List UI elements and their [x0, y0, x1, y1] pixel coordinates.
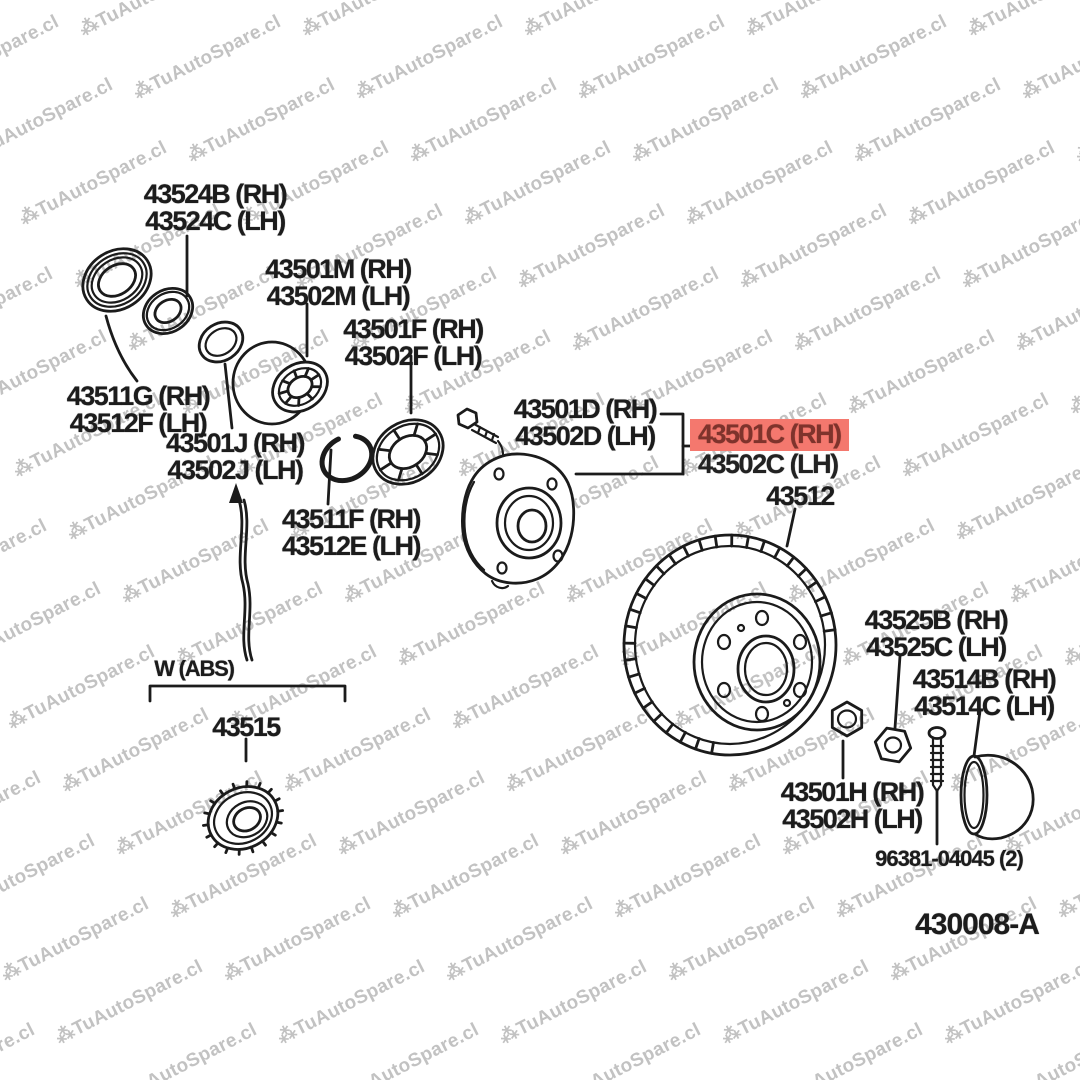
lock-nut-art	[830, 700, 864, 738]
part-label-96381: 96381-04045 (2)	[875, 845, 1024, 872]
part-number: 43501J (RH)	[165, 428, 306, 458]
part-label-43524: 43524B (RH) 43524C (LH)	[143, 179, 288, 236]
part-label-43525: 43525B (RH) 43525C (LH)	[864, 605, 1009, 662]
abs-variant-label: W (ABS)	[154, 655, 235, 682]
ring-art	[197, 320, 245, 364]
part-number: 43502M (LH)	[266, 281, 411, 311]
part-number: 43524B (RH)	[143, 179, 288, 209]
figure-code-label: 430008-A	[915, 908, 1040, 941]
part-label-43511f: 43511F (RH) 43512E (LH)	[281, 504, 422, 561]
part-label-43514: 43514B (RH) 43514C (LH)	[912, 664, 1057, 721]
part-number: 43525C (LH)	[866, 632, 1007, 662]
part-label-43501d: 43501D (RH) 43502D (LH)	[513, 394, 658, 451]
part-number: 43501F (RH)	[343, 314, 484, 344]
part-number: 43501D (RH)	[513, 394, 658, 424]
part-label-43501j: 43501J (RH) 43502J (LH)	[165, 428, 306, 485]
part-number: 43525B (RH)	[864, 605, 1009, 635]
part-number: 43511G (RH)	[66, 381, 211, 411]
part-label-43501h: 43501H (RH) 43502H (LH)	[780, 777, 925, 834]
grease-cap-art	[959, 754, 1035, 841]
part-number: 43524C (LH)	[145, 206, 286, 236]
part-label-43515: 43515	[212, 712, 281, 742]
axle-hub-art	[461, 452, 576, 590]
part-number: 43502J (LH)	[167, 455, 304, 485]
bearing-cone-art	[371, 418, 445, 486]
part-label-43511g: 43511G (RH) 43512F (LH)	[66, 381, 211, 438]
figure-code: 430008-A	[915, 908, 1040, 941]
abs-rotor-art	[201, 780, 285, 856]
race-art	[141, 287, 195, 335]
part-number: 43502F (LH)	[344, 341, 483, 371]
part-number: 43501H (RH)	[780, 777, 925, 807]
part-label-43501m: 43501M (RH) 43502M (LH)	[265, 254, 412, 311]
part-number: 43515	[212, 712, 281, 742]
bolt-art	[927, 726, 947, 793]
part-label-43501f: 43501F (RH) 43502F (LH)	[343, 314, 484, 371]
part-number: 43502C (LH)	[698, 449, 839, 479]
part-number: 43512F (LH)	[69, 408, 208, 438]
part-number: 43502D (LH)	[515, 421, 656, 451]
bearing-art	[271, 360, 329, 414]
hub-bolt-art	[456, 407, 506, 464]
snap-ring-art	[319, 433, 375, 484]
part-number: 43511F (RH)	[281, 504, 422, 534]
part-label-43512: 43512	[766, 481, 835, 511]
part-number: 96381-04045 (2)	[875, 846, 1024, 871]
seal-art	[81, 247, 153, 313]
part-number: 43514C (LH)	[914, 691, 1055, 721]
part-number: 43512E (LH)	[281, 531, 422, 561]
leader-lines	[104, 234, 982, 846]
part-label-43501c-highlighted: 43501C (RH) 43502C (LH)	[690, 419, 849, 478]
part-number: 43512	[766, 481, 835, 511]
variant-text: W (ABS)	[154, 656, 235, 681]
highlighted-part-number: 43501C (RH)	[690, 419, 849, 451]
brake-disc-art	[622, 533, 838, 757]
part-number: 43514B (RH)	[912, 664, 1057, 694]
part-number: 43502H (LH)	[782, 804, 923, 834]
adjusting-nut-art	[873, 726, 913, 764]
part-number: 43501M (RH)	[265, 254, 412, 284]
